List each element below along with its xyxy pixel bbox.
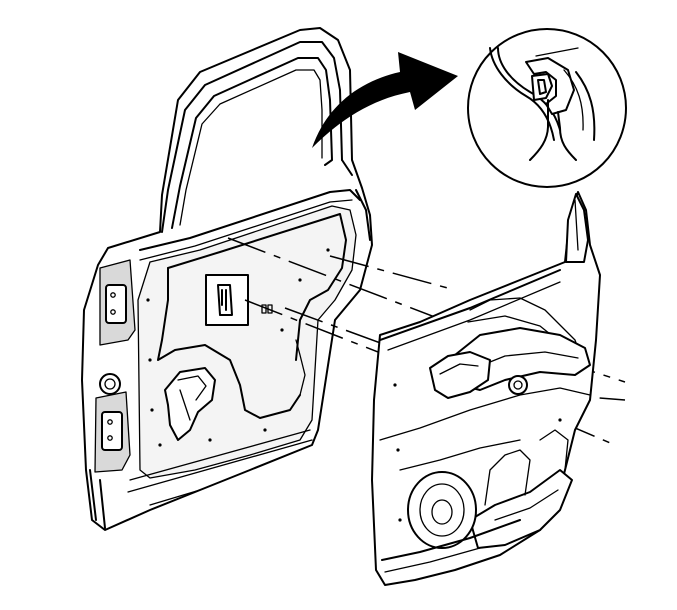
- door-trim-panel: [371, 191, 601, 586]
- direction-arrow: [312, 52, 458, 148]
- retainer-clip-detail: [467, 28, 627, 188]
- door-frame: [81, 27, 373, 531]
